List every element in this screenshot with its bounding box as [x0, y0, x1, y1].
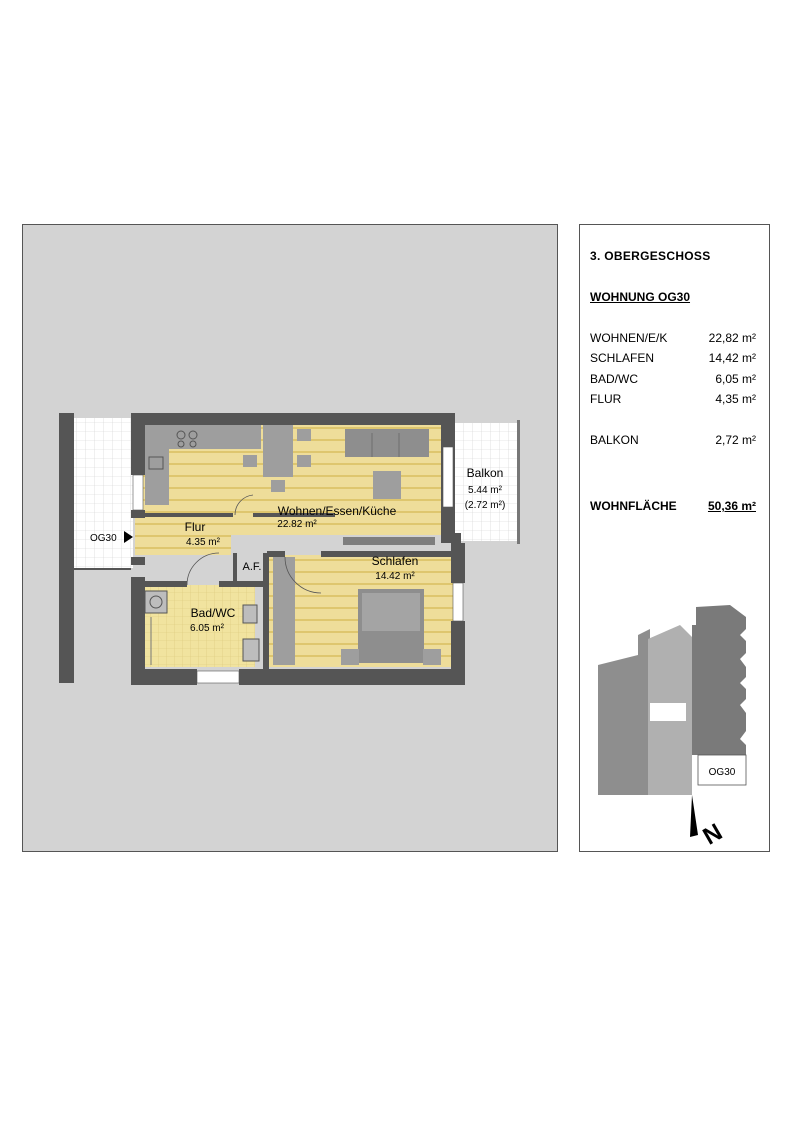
balcony-area: [453, 423, 517, 541]
area-value: 14,42 m²: [708, 351, 756, 365]
area-row-flur: FLUR 4,35 m²: [590, 392, 756, 406]
site-unit-label: OG30: [709, 767, 736, 778]
unit-title: WOHNUNG OG30: [590, 290, 691, 304]
kitchen-counter: [145, 425, 261, 449]
room-name-balkon: Balkon: [467, 466, 504, 480]
unit-marker: [697, 754, 747, 786]
washer: [144, 590, 168, 614]
entrance-label: OG30: [90, 533, 117, 544]
area-row-wohnen: WOHNEN/E/K 22,82 m²: [590, 331, 756, 345]
building-block-left: [598, 629, 650, 795]
total-area-row: WOHNFLÄCHE 50,36 m²: [590, 499, 756, 513]
wardrobe: [273, 557, 295, 665]
area-label: WOHNEN/E/K: [590, 331, 668, 345]
site-plan: OG30 N: [598, 605, 747, 851]
room-area-balkon-half: (2.72 m²): [465, 500, 506, 511]
north-label: N: [698, 819, 727, 851]
area-value: 6,05 m²: [715, 372, 756, 386]
room-name-schlafen: Schlafen: [372, 554, 419, 568]
sofa: [345, 429, 429, 457]
area-row-schlafen: SCHLAFEN 14,42 m²: [590, 351, 756, 365]
exterior-wall-left: [59, 413, 74, 683]
room-area-wohnen: 22.82 m²: [277, 519, 317, 530]
floor-plan: Balkon 5.44 m² (2.72 m²) Wohnen/Essen/Kü…: [59, 413, 520, 685]
north-arrow-icon: [690, 795, 698, 837]
flur-floor: [135, 515, 231, 555]
area-row-bad: BAD/WC 6,05 m²: [590, 372, 756, 386]
room-name-bad: Bad/WC: [191, 606, 236, 620]
room-area-balkon: 5.44 m²: [468, 485, 503, 496]
building-block-right: [686, 605, 746, 755]
entrance-arrow-icon: [124, 531, 133, 543]
room-area-flur: 4.35 m²: [186, 537, 221, 548]
balcony-rail: [517, 420, 520, 544]
total-value: 50,36 m²: [707, 499, 756, 513]
loggia-grid: [73, 418, 133, 568]
room-area-schlafen: 14.42 m²: [375, 571, 415, 582]
area-label: FLUR: [590, 392, 622, 406]
area-value: 22,82 m²: [708, 331, 756, 345]
af-room: [238, 555, 264, 575]
area-label: BAD/WC: [590, 372, 638, 386]
area-label: SCHLAFEN: [590, 351, 655, 365]
kitchen-island: [263, 425, 293, 477]
wc: [242, 604, 258, 624]
area-row-balkon: BALKON 2,72 m²: [590, 433, 756, 447]
area-value: 2,72 m²: [715, 433, 756, 447]
room-name-flur: Flur: [185, 520, 206, 534]
area-value: 4,35 m²: [715, 392, 756, 406]
info-panel: 3. OBERGESCHOSS WOHNUNG OG30 WOHNEN/E/K …: [579, 224, 770, 852]
room-name-wohnen: Wohnen/Essen/Küche: [278, 504, 397, 518]
tv-board: [343, 537, 435, 545]
floor-title: 3. OBERGESCHOSS: [590, 249, 711, 263]
area-label: BALKON: [590, 433, 639, 447]
coffee-table: [373, 471, 401, 499]
room-name-af: A.F.: [243, 561, 262, 573]
floor-plan-frame: Balkon 5.44 m² (2.72 m²) Wohnen/Essen/Kü…: [22, 224, 558, 852]
sink: [242, 638, 260, 662]
room-area-bad: 6.05 m²: [190, 623, 225, 634]
total-label: WOHNFLÄCHE: [590, 499, 677, 513]
